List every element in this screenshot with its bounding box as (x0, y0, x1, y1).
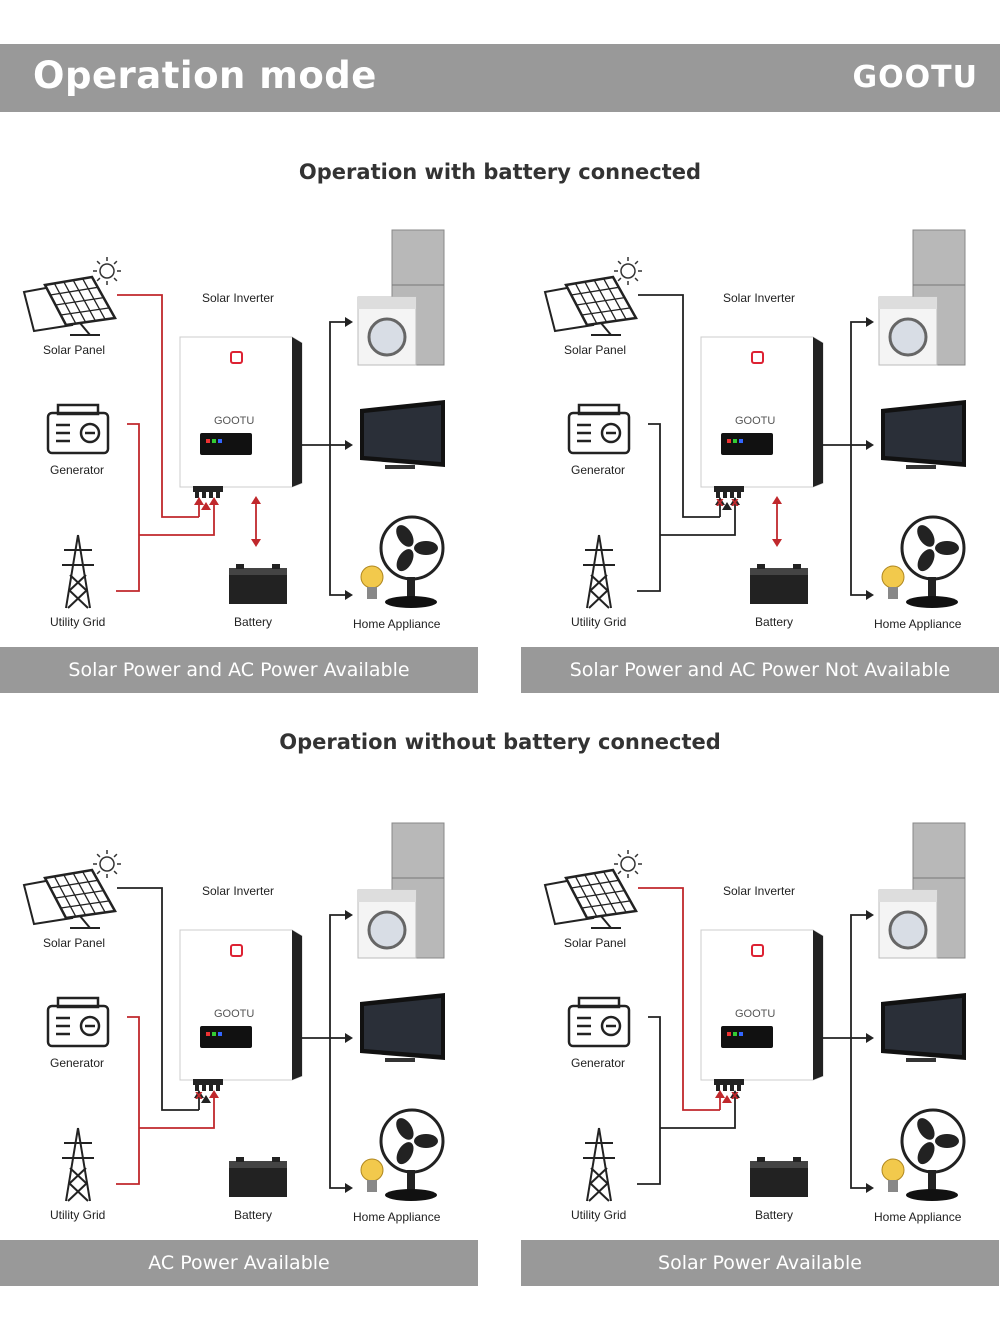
solar-inverter-label: Solar Inverter (723, 291, 796, 305)
utility-grid-label: Utility Grid (50, 615, 106, 629)
solar-panel-label: Solar Panel (43, 936, 106, 950)
home-appliance-label: Home Appliance (874, 617, 962, 631)
svg-text:x: x (731, 495, 739, 509)
battery-label: Battery (755, 615, 794, 629)
header-bar: Operation mode GOOTU (0, 44, 1000, 112)
svg-text:x: x (195, 1088, 203, 1102)
utility-tower-icon (583, 534, 615, 609)
tv-icon (881, 993, 966, 1062)
inverter-brand-label: GOOTU (735, 415, 776, 427)
inverter-body (700, 929, 824, 1091)
fan-icon (379, 515, 445, 608)
solar-panel-label: Solar Panel (43, 343, 106, 357)
washing-machine-icon (357, 296, 417, 366)
generator-icon (567, 996, 631, 1048)
section-title-without-battery: Operation without battery connected (279, 730, 721, 754)
solar-panel-label: Solar Panel (564, 343, 627, 357)
panel-caption: AC Power Available (0, 1240, 478, 1286)
brand-logo: GOOTU (852, 60, 978, 95)
solar-inverter-label: Solar Inverter (202, 884, 275, 898)
light-bulb-icon (360, 565, 384, 599)
generator-icon (567, 403, 631, 455)
battery-label: Battery (234, 615, 273, 629)
tv-icon (360, 993, 445, 1062)
sun-icon (93, 257, 121, 285)
utility-tower-icon (583, 1127, 615, 1202)
solar-panel-icon (543, 275, 638, 336)
generator-label: Generator (571, 1056, 626, 1070)
inverter-body (179, 336, 303, 498)
light-bulb-icon (360, 1158, 384, 1192)
home-appliance-label: Home Appliance (353, 1210, 441, 1224)
sun-icon (93, 850, 121, 878)
solar-inverter-label: Solar Inverter (202, 291, 275, 305)
svg-text:x: x (716, 495, 724, 509)
page-title: Operation mode (33, 54, 377, 97)
utility-grid-label: Utility Grid (50, 1208, 106, 1222)
generator-label: Generator (571, 463, 626, 477)
utility-tower-icon (62, 1127, 94, 1202)
battery-icon (750, 1157, 808, 1197)
generator-icon (46, 403, 110, 455)
inverter-body (179, 929, 303, 1091)
home-appliance-label: Home Appliance (353, 617, 441, 631)
washing-machine-icon (357, 889, 417, 959)
fan-icon (900, 515, 966, 608)
solar-panel-label: Solar Panel (564, 936, 627, 950)
solar-panel-icon (22, 275, 117, 336)
utility-grid-label: Utility Grid (571, 615, 627, 629)
fan-icon (900, 1108, 966, 1201)
light-bulb-icon (881, 565, 905, 599)
generator-label: Generator (50, 1056, 105, 1070)
tv-icon (360, 400, 445, 469)
battery-icon (229, 1157, 287, 1197)
inverter-body (700, 336, 824, 498)
home-appliance-label: Home Appliance (874, 1210, 962, 1224)
solar-panel-icon (543, 868, 638, 929)
utility-tower-icon (62, 534, 94, 609)
panel-caption: Solar Power Available (521, 1240, 999, 1286)
generator-icon (46, 996, 110, 1048)
battery-label: Battery (234, 1208, 273, 1222)
sun-icon (614, 850, 642, 878)
light-bulb-icon (881, 1158, 905, 1192)
washing-machine-icon (878, 889, 938, 959)
battery-icon (750, 564, 808, 604)
utility-grid-label: Utility Grid (571, 1208, 627, 1222)
operation-panel: x Solar Panel Solar Inverter Generator U… (521, 818, 1000, 1288)
operation-panel: Solar Panel Solar Inverter Generator Uti… (0, 225, 480, 695)
tv-icon (881, 400, 966, 469)
inverter-brand-label: GOOTU (735, 1008, 776, 1020)
solar-panel-icon (22, 868, 117, 929)
washing-machine-icon (878, 296, 938, 366)
section-title-with-battery: Operation with battery connected (298, 160, 702, 184)
battery-icon (229, 564, 287, 604)
fan-icon (379, 1108, 445, 1201)
battery-label: Battery (755, 1208, 794, 1222)
generator-label: Generator (50, 463, 105, 477)
svg-text:x: x (731, 1088, 739, 1102)
panel-caption: Solar Power and AC Power Not Available (521, 647, 999, 693)
panel-caption: Solar Power and AC Power Available (0, 647, 478, 693)
inverter-brand-label: GOOTU (214, 1008, 255, 1020)
solar-inverter-label: Solar Inverter (723, 884, 796, 898)
inverter-brand-label: GOOTU (214, 415, 255, 427)
operation-panel: x Solar Panel Solar Inverter Generator U… (0, 818, 480, 1288)
sun-icon (614, 257, 642, 285)
